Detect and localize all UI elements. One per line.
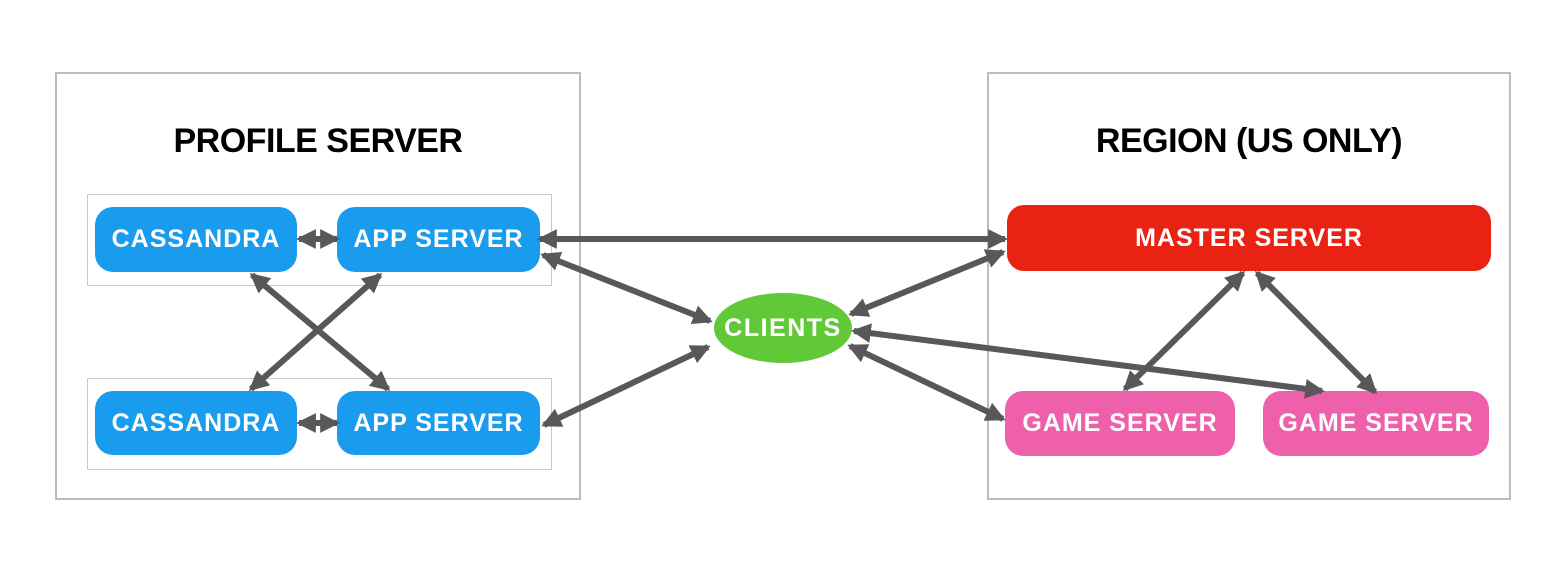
node-master-server: MASTER SERVER: [1007, 205, 1491, 271]
node-app-server-2-label: APP SERVER: [353, 408, 524, 437]
edge-clients--game-server-1: [847, 343, 1006, 422]
profile-server-title: PROFILE SERVER: [173, 122, 464, 160]
node-game-server-1-label: GAME SERVER: [1022, 409, 1218, 437]
node-app-server-1: APP SERVER: [337, 207, 540, 272]
node-app-server-2: APP SERVER: [337, 391, 540, 455]
node-cassandra-1-label: CASSANDRA: [111, 225, 281, 253]
node-game-server-2-label: GAME SERVER: [1278, 409, 1474, 437]
node-cassandra-2: CASSANDRA: [95, 391, 297, 455]
node-cassandra-1: CASSANDRA: [95, 207, 297, 272]
node-master-server-label: MASTER SERVER: [1135, 223, 1363, 252]
node-game-server-2: GAME SERVER: [1263, 391, 1489, 456]
node-app-server-1-label: APP SERVER: [353, 225, 524, 253]
node-game-server-1: GAME SERVER: [1005, 391, 1235, 456]
node-cassandra-2-label: CASSANDRA: [111, 408, 281, 437]
region-title: REGION (US ONLY): [1095, 122, 1403, 160]
node-clients: CLIENTS: [714, 293, 852, 363]
edge-clients--master-server: [848, 249, 1006, 317]
node-clients-label: CLIENTS: [724, 313, 842, 342]
